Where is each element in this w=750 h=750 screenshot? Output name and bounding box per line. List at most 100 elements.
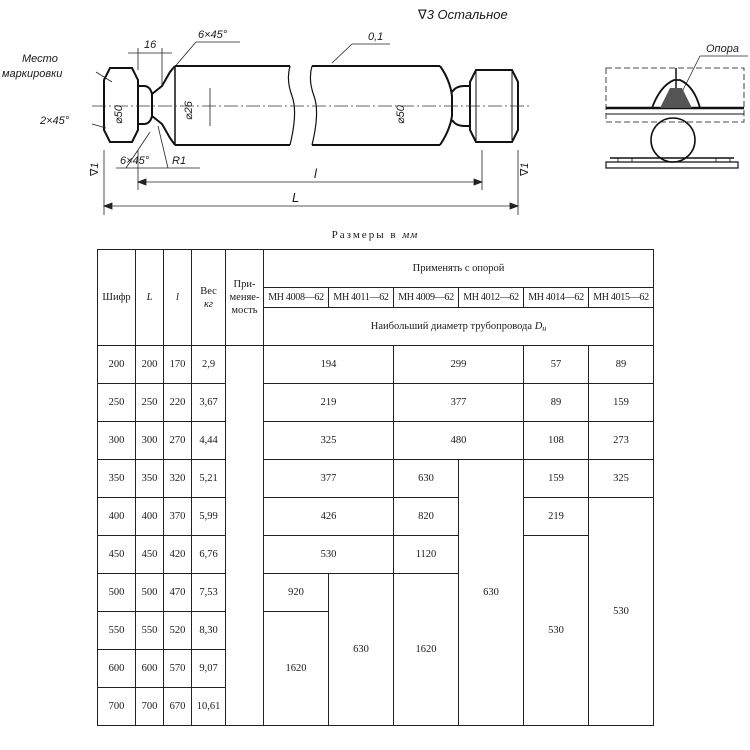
support-sketch [605,67,745,169]
cell-shifr: 450 [97,535,136,574]
cell-dn: 377 [263,459,394,498]
cell-dn: 920 [263,573,329,612]
cell-weight: 4,44 [191,421,226,460]
roughness-right-label: ∇1 [519,163,531,177]
dia-50-right-label: ⌀50 [395,104,407,124]
dia-50-left-label: ⌀50 [113,104,125,124]
cell-l: 270 [163,421,192,460]
cell-shifr: 350 [97,459,136,498]
cell-l: 570 [163,649,192,688]
support-label: Опора [706,43,739,55]
cell-l: 420 [163,535,192,574]
cell-weight: 8,30 [191,611,226,650]
header-max-diameter: Наибольший диаметр трубопровода Dн [263,307,654,346]
cell-L: 700 [135,687,164,726]
cell-l: 520 [163,611,192,650]
cell-L: 450 [135,535,164,574]
caption-unit: мм [402,229,419,241]
technical-drawing: ∇3 Остальное [2,7,748,215]
cell-L: 500 [135,573,164,612]
cell-shifr: 400 [97,497,136,536]
length-l-label: l [314,166,318,181]
cell-dn: 219 [523,497,589,536]
dia-26-label: ⌀26 [183,100,195,120]
cell-weight: 10,61 [191,687,226,726]
cell-shifr: 550 [97,611,136,650]
cell-dn: 325 [263,421,394,460]
marking-label-1: Место [22,53,58,65]
cell-dn: 480 [393,421,524,460]
chamfer-6x45-bottom-label: 6×45° [120,155,150,167]
cell-dn: 820 [393,497,459,536]
pin-shaft [103,65,519,146]
cell-dn: 1120 [393,535,459,574]
cell-L: 250 [135,383,164,422]
table-row: 450 450 420 6,76 530 1120 530 [97,535,654,726]
header-l: l [163,249,192,346]
cell-weight: 7,53 [191,573,226,612]
cell-dn-4011-merged: 630 [328,573,394,726]
header-L: L [135,249,164,346]
cell-shifr: 250 [97,383,136,422]
cell-L: 400 [135,497,164,536]
table-row: 700 700 670 10,61 [97,687,654,726]
cell-L: 350 [135,459,164,498]
cell-weight: 5,99 [191,497,226,536]
header-support-4012: МН 4012—62 [458,287,524,308]
header-apply-with-support: Применять с опорой [263,249,654,288]
header-support-4009: МН 4009—62 [393,287,459,308]
cell-dn-4015-merged: 530 [588,497,654,726]
table-row: 550 550 520 8,30 1620 [97,611,654,726]
cell-dn: 530 [263,535,394,574]
cell-dn: 219 [263,383,394,422]
cell-L: 300 [135,421,164,460]
cell-shifr: 600 [97,649,136,688]
radius-label: R1 [172,155,186,167]
cell-shifr: 700 [97,687,136,726]
length-L-label: L [292,190,299,205]
cell-dn: 273 [588,421,654,460]
header-weight-line1: Вес [200,285,217,297]
cell-l: 320 [163,459,192,498]
cell-dn: 325 [588,459,654,498]
header-shifr: Шифр [97,249,136,346]
cell-dn: 299 [393,345,524,384]
chamfer-6x45-top-label: 6×45° [198,29,228,41]
cell-weight: 9,07 [191,649,226,688]
cell-applicability [225,345,264,726]
cell-weight: 3,67 [191,383,226,422]
cell-L: 550 [135,611,164,650]
cell-shifr: 500 [97,573,136,612]
dim-16-label: 16 [144,39,157,51]
cell-dn-4014-merged: 530 [523,535,589,726]
header-weight-line2: кг [203,298,213,310]
header-applicability-line1: При- [233,279,256,290]
table-row: 300 300 270 4,44 325 480 108 273 [97,421,654,460]
cell-dn: 159 [523,459,589,498]
marking-label-2: маркировки [2,68,62,80]
caption-prefix: Размеры в [331,229,398,241]
table-row: 500 500 470 7,53 920 630 1620 [97,573,654,726]
dim-01-label: 0,1 [368,31,383,43]
chamfer-2x45-label: 2×45° [39,115,70,127]
header-applicability-line2: меняе- [229,292,260,303]
cell-dn: 89 [588,345,654,384]
header-support-4014: МН 4014—62 [523,287,589,308]
table-caption: Размеры в мм [0,229,750,241]
cell-l: 470 [163,573,192,612]
header-applicability: При- меняе- мость [225,249,264,346]
cell-dn: 194 [263,345,394,384]
table-row: 200 200 170 2,9 194 299 57 89 [97,345,654,726]
cell-dn-4008-merged: 1620 [263,611,329,726]
header-weight: Вес кг [191,249,226,346]
header-max-diameter-symbol: D [534,320,543,332]
dimensions-table: Шифр L l Вес кг При- меняе- мость Примен… [97,249,654,726]
cell-weight: 5,21 [191,459,226,498]
cell-dn: 377 [393,383,524,422]
cell-L: 600 [135,649,164,688]
header-support-4015: МН 4015—62 [588,287,654,308]
cell-l: 370 [163,497,192,536]
header-support-4008: МН 4008—62 [263,287,329,308]
cell-dn: 630 [393,459,459,498]
header-max-diameter-text: Наибольший диаметр трубопровода [370,320,533,332]
